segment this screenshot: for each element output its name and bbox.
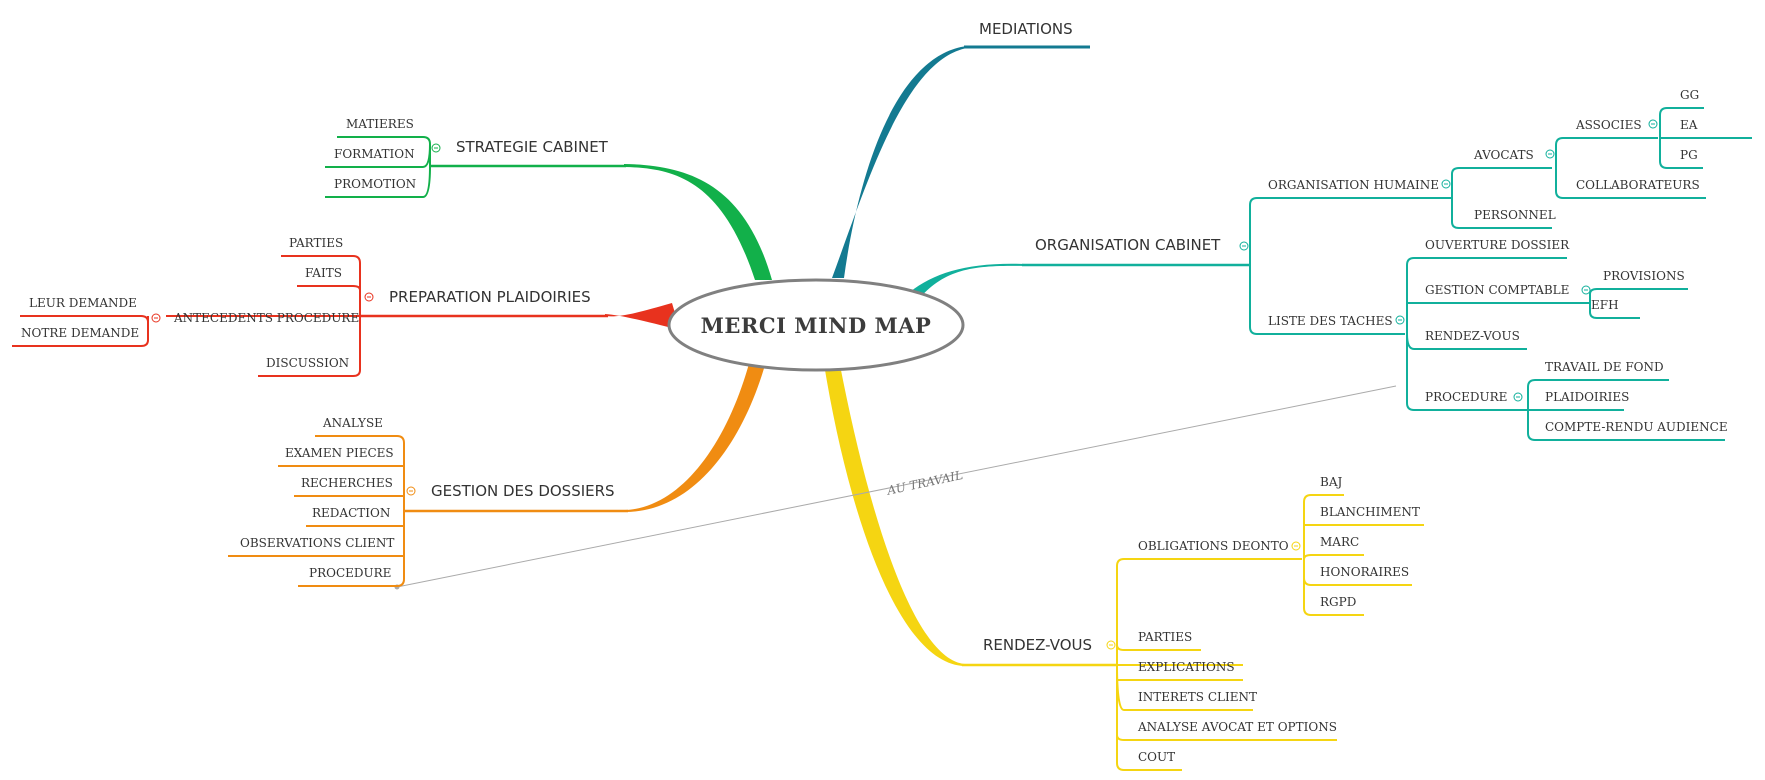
topic-rgpd[interactable]: RGPD [1320,595,1356,609]
topic-procedure-dossiers[interactable]: PROCEDURE [309,566,391,580]
topic-procedure-taches[interactable]: PROCEDURE [1425,390,1507,404]
topic-rendez-vous-taches[interactable]: RENDEZ-VOUS [1425,329,1520,343]
topic-blanchiment[interactable]: BLANCHIMENT [1320,505,1420,519]
topic-rendez-vous[interactable]: RENDEZ-VOUS [983,636,1092,654]
branch-curve-rendez-vous [825,365,965,666]
topic-analyse-avocat[interactable]: ANALYSE AVOCAT ET OPTIONS [1137,720,1337,734]
topic-preparation-plaidoiries[interactable]: PREPARATION PLAIDOIRIES [389,288,591,306]
branch-curve-gestion [625,360,765,512]
topic-baj[interactable]: BAJ [1320,475,1342,489]
topic-organisation-humaine[interactable]: ORGANISATION HUMAINE [1268,178,1439,192]
topic-provisions[interactable]: PROVISIONS [1603,269,1685,283]
connector-gestion [228,435,405,587]
central-topic[interactable]: MERCI MIND MAP [667,278,965,372]
topic-collaborateurs[interactable]: COLLABORATEURS [1576,178,1700,192]
connector-strategie [325,136,431,198]
topic-examen-pieces[interactable]: EXAMEN PIECES [285,446,394,460]
connector-avocats [1555,137,1706,199]
central-topic-label: MERCI MIND MAP [701,313,932,338]
connector-rendez-vous-mid [1116,665,1243,681]
connector-associes [1659,107,1752,169]
topic-avocats[interactable]: AVOCATS [1473,148,1534,162]
connector-gestion-comptable [1589,288,1688,319]
topic-pg[interactable]: PG [1680,148,1698,162]
topic-cout[interactable]: COUT [1138,750,1175,764]
topic-honoraires[interactable]: HONORAIRES [1320,565,1409,579]
topic-ea[interactable]: EA [1680,118,1698,132]
topic-parties[interactable]: PARTIES [289,236,343,250]
topic-parties-rdv[interactable]: PARTIES [1138,630,1192,644]
topic-obligations-deonto[interactable]: OBLIGATIONS DEONTO [1138,539,1289,553]
connector-preparation [166,255,361,377]
topic-liste-des-taches[interactable]: LISTE DES TACHES [1268,314,1393,328]
branch-curve-organisation [910,263,1025,300]
connector-obligations [1303,494,1424,616]
topic-plaidoiries[interactable]: PLAIDOIRIES [1545,390,1629,404]
connector-organisation [1249,197,1452,335]
topic-efh[interactable]: EFH [1591,298,1619,312]
branch-curve-mediations [832,46,967,278]
topic-compte-rendu-audience[interactable]: COMPTE-RENDU AUDIENCE [1545,420,1728,434]
topic-gg[interactable]: GG [1680,88,1699,102]
topic-marc[interactable]: MARC [1320,535,1359,549]
branch-curve-strategie [624,164,772,280]
topic-observations-client[interactable]: OBSERVATIONS CLIENT [240,536,394,550]
branch-curve-preparation [605,303,680,330]
topic-gestion-des-dossiers[interactable]: GESTION DES DOSSIERS [431,482,615,500]
topic-associes[interactable]: ASSOCIES [1575,118,1642,132]
topic-interets-client[interactable]: INTERETS CLIENT [1138,690,1257,704]
topic-formation[interactable]: FORMATION [334,147,415,161]
connector-taches [1406,257,1590,411]
topic-organisation-cabinet[interactable]: ORGANISATION CABINET [1035,236,1221,254]
topic-travail-de-fond[interactable]: TRAVAIL DE FOND [1545,360,1664,374]
central-topic-ellipse [667,278,965,372]
topic-faits[interactable]: FAITS [305,266,342,280]
topic-recherches[interactable]: RECHERCHES [301,476,393,490]
topic-redaction[interactable]: REDACTION [312,506,390,520]
topic-mediations[interactable]: MEDIATIONS [979,20,1073,38]
connector-procedure-taches [1527,379,1725,441]
topic-gestion-comptable[interactable]: GESTION COMPTABLE [1425,283,1569,297]
topic-matieres[interactable]: MATIERES [346,117,414,131]
relationship-line [396,385,1397,588]
topic-discussion[interactable]: DISCUSSION [266,356,349,370]
topic-leur-demande[interactable]: LEUR DEMANDE [29,296,137,310]
topic-promotion[interactable]: PROMOTION [334,177,416,191]
topic-ouverture-dossier[interactable]: OUVERTURE DOSSIER [1425,238,1570,252]
relationship-label: AU TRAVAIL [885,468,964,498]
topic-explications[interactable]: EXPLICATIONS [1138,660,1235,674]
topic-notre-demande[interactable]: NOTRE DEMANDE [21,326,139,340]
topic-analyse[interactable]: ANALYSE [322,416,383,430]
topic-personnel[interactable]: PERSONNEL [1474,208,1556,222]
topic-strategie-cabinet[interactable]: STRATEGIE CABINET [456,138,609,156]
connector-rendez-vous [1116,558,1337,771]
connector-antecedents [12,315,149,347]
connector-humaine [1451,167,1552,229]
topic-antecedents-procedure[interactable]: ANTECEDENTS PROCEDURE [173,311,359,325]
